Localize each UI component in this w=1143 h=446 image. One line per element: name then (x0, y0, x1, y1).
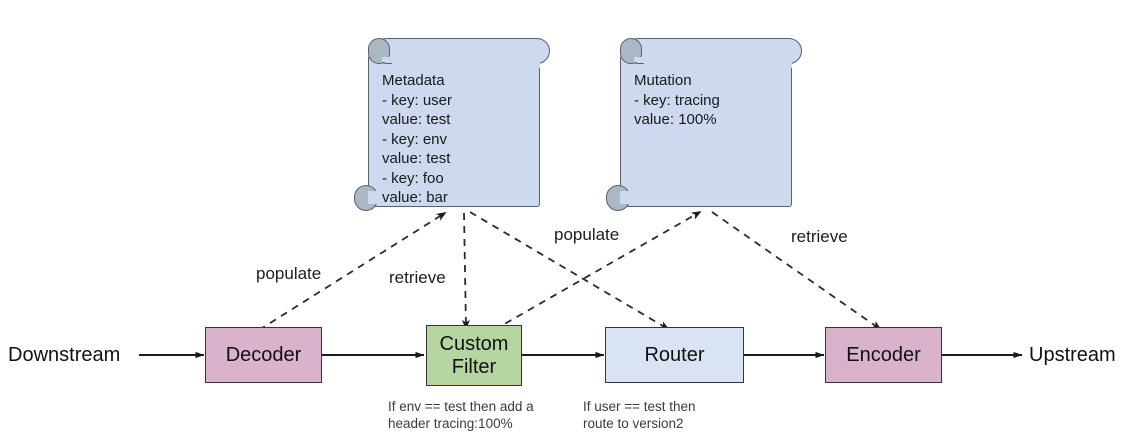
mutation-document-text: Mutation - key: tracing value: 100% (634, 72, 720, 128)
node-decoder-label: Decoder (225, 343, 302, 366)
metadata-bottom-curl-seam (368, 191, 378, 204)
node-custom-filter[interactable]: Custom Filter (426, 325, 522, 386)
edge-label-retrieve-encoder: retrieve (791, 227, 848, 246)
edge-label-retrieve-filter: retrieve (389, 268, 446, 287)
metadata-document: Metadata - key: user value: test - key: … (352, 33, 558, 215)
node-encoder-label: Encoder (846, 343, 921, 366)
edge-mutation-to-encoder (711, 211, 882, 331)
edge-label-populate-decoder: populate (256, 264, 322, 283)
mutation-roll-seam (644, 62, 792, 68)
mutation-document-top-roll (626, 38, 802, 64)
node-router[interactable]: Router (605, 327, 744, 383)
mutation-top-curl-seam (634, 57, 646, 62)
edge-label-populate-mutation: populate (554, 225, 620, 244)
edge-decoder-to-metadata (258, 212, 447, 331)
metadata-document-text: Metadata - key: user value: test - key: … (382, 72, 453, 206)
node-router-label: Router (644, 343, 705, 366)
edge-filter-to-mutation (493, 211, 702, 331)
endpoint-upstream: Upstream (1029, 344, 1116, 366)
mutation-bottom-curl-seam (620, 191, 630, 204)
metadata-top-curl-seam (382, 57, 394, 62)
edge-metadata-to-filter (461, 212, 470, 330)
endpoint-downstream: Downstream (8, 344, 121, 366)
metadata-roll-seam (392, 62, 540, 68)
mutation-document: Mutation - key: tracing value: 100% (604, 33, 810, 215)
metadata-arrows (258, 211, 882, 331)
caption-custom-filter: If env == test then add a header tracing… (388, 399, 534, 431)
node-encoder[interactable]: Encoder (825, 327, 942, 383)
node-decoder[interactable]: Decoder (205, 327, 322, 383)
metadata-document-top-roll (374, 38, 550, 64)
node-custom-filter-label: Custom Filter (439, 332, 509, 378)
caption-router: If user == test then route to version2 (583, 399, 696, 431)
